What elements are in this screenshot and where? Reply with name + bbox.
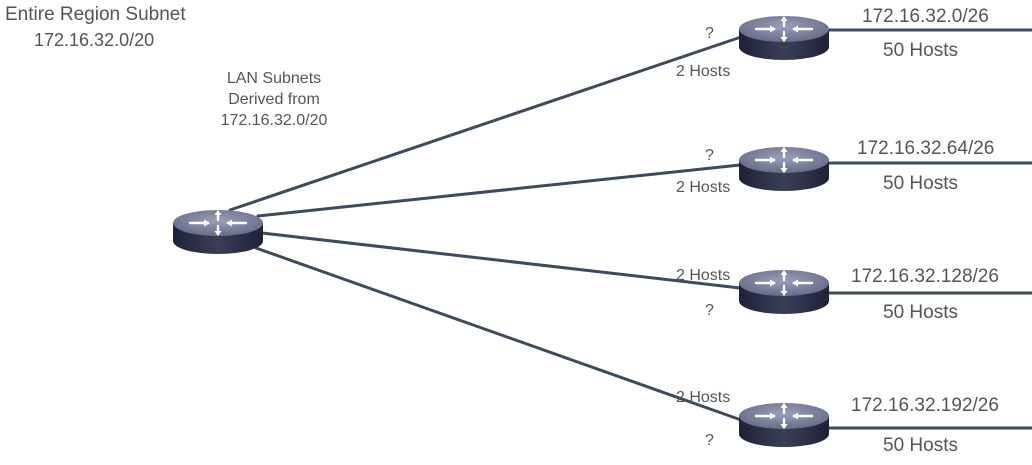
wan-link-3 — [260, 231, 742, 290]
wan-link-4 — [254, 246, 746, 423]
router-icon — [737, 268, 831, 316]
wan-links — [228, 34, 746, 423]
lan-subnet-label: 172.16.32.128/26 — [851, 266, 999, 287]
lan-note-line2: Derived from — [228, 91, 320, 108]
lan-hosts-label: 50 Hosts — [883, 40, 958, 61]
lan-note-line1: LAN Subnets — [226, 70, 322, 87]
router-icon — [171, 208, 265, 256]
wan-label-top: 2 Hosts — [676, 389, 731, 406]
wan-link-2 — [256, 163, 742, 218]
wan-label-bottom: 2 Hosts — [676, 179, 731, 196]
lan-links — [828, 28, 1032, 430]
wan-label-top: 2 Hosts — [676, 267, 731, 284]
wan-label-bottom: ? — [705, 432, 714, 449]
lan-subnet-label: 172.16.32.64/26 — [857, 138, 995, 159]
region-title: Entire Region Subnet — [5, 4, 186, 25]
router-icon — [737, 401, 831, 449]
wan-link-1 — [228, 34, 746, 212]
lan-subnet-label: 172.16.32.0/26 — [862, 6, 989, 27]
router-icon — [737, 14, 831, 62]
lan-subnet-label: 172.16.32.192/26 — [851, 395, 999, 416]
wan-label-bottom: 2 Hosts — [676, 63, 731, 80]
router-icon — [737, 145, 831, 193]
region-subnet: 172.16.32.0/20 — [34, 30, 155, 50]
lan-hosts-label: 50 Hosts — [883, 435, 958, 456]
lan-hosts-label: 50 Hosts — [883, 302, 958, 323]
lan-subnets-note: LAN Subnets Derived from 172.16.32.0/20 — [212, 68, 336, 131]
wan-label-bottom: ? — [705, 302, 714, 319]
wan-label-top: ? — [705, 25, 714, 42]
lan-note-line3: 172.16.32.0/20 — [220, 112, 328, 129]
wan-label-top: ? — [705, 147, 714, 164]
lan-hosts-label: 50 Hosts — [883, 173, 958, 194]
